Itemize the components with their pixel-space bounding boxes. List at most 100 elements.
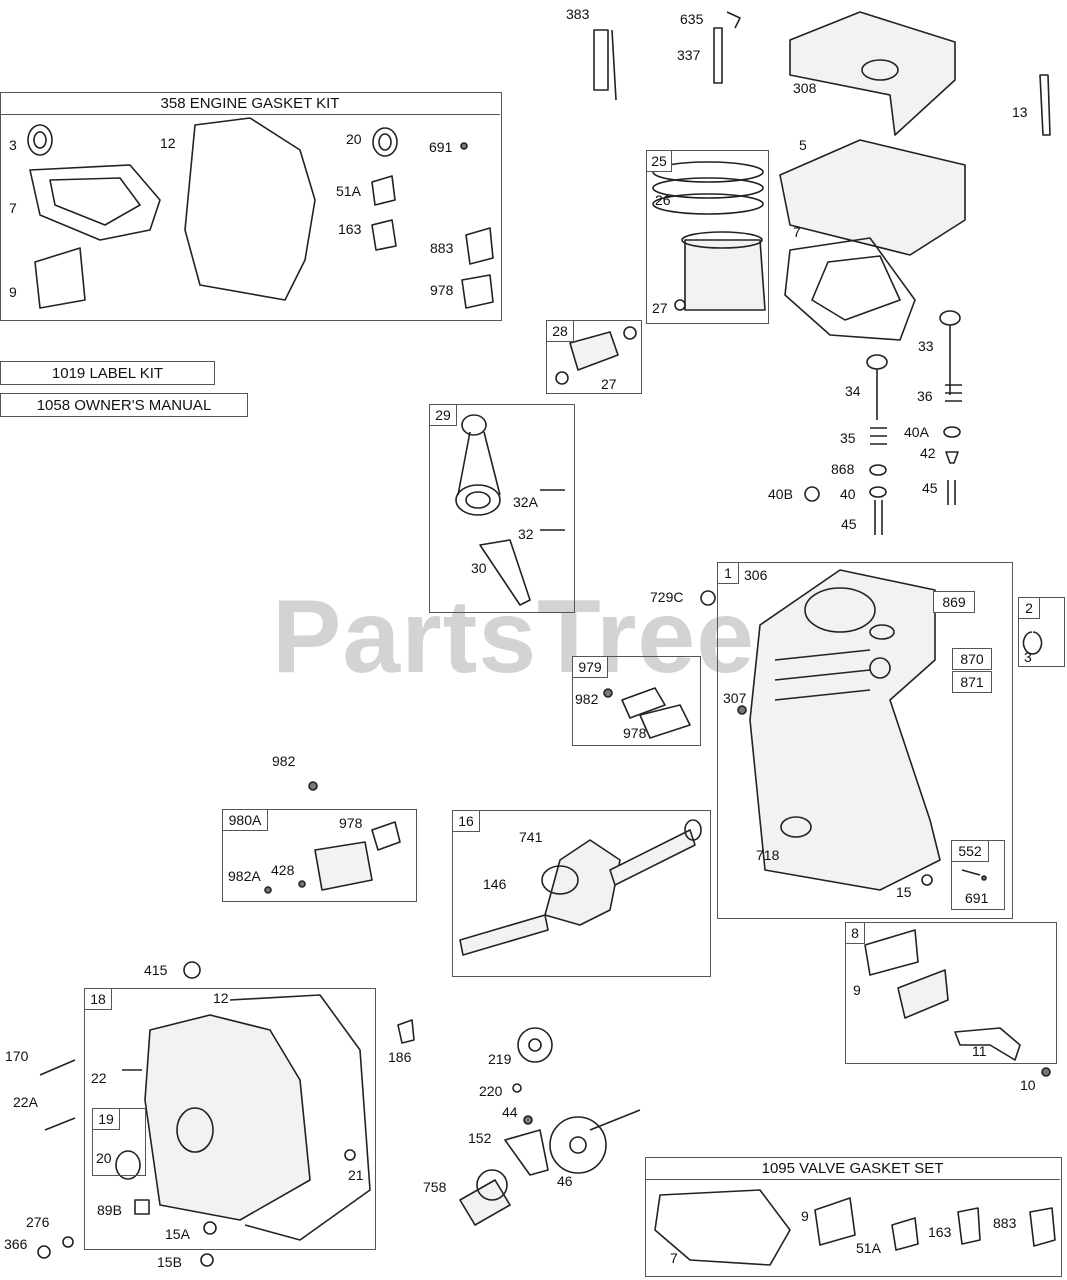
gasket-kit-parts [27, 117, 494, 309]
group-number: 1 [717, 562, 739, 584]
breather-box [845, 922, 1057, 1064]
part-callout: 40B [768, 486, 793, 502]
group-number: 871 [952, 671, 992, 693]
part-callout: 46 [557, 1173, 573, 1189]
cylinder-block-box [717, 562, 1013, 919]
part-callout: 152 [468, 1130, 492, 1146]
part-callout: 5 [799, 137, 807, 153]
part-callout: 32A [513, 494, 538, 510]
part-callout: 34 [845, 383, 861, 399]
part-callout: 428 [271, 862, 295, 878]
part-callout: 691 [965, 890, 989, 906]
part-callout: 89B [97, 1202, 122, 1218]
part-callout: 276 [26, 1214, 50, 1230]
part-callout: 691 [429, 139, 453, 155]
intake-manifold-box [222, 809, 417, 902]
part-callout: 978 [430, 282, 454, 298]
part-callout: 45 [841, 516, 857, 532]
part-callout: 307 [723, 690, 747, 706]
part-callout: 220 [479, 1083, 503, 1099]
connecting-rod [455, 414, 565, 606]
top-parts [593, 11, 1051, 341]
group-number: 2 [1018, 597, 1040, 619]
crankshaft-box [452, 810, 711, 977]
piston-group [555, 161, 766, 385]
part-callout: 51A [336, 183, 361, 199]
part-callout: 415 [144, 962, 168, 978]
part-callout: 42 [920, 445, 936, 461]
group-number: 18 [84, 988, 112, 1010]
part-callout: 186 [388, 1049, 412, 1065]
part-callout: 978 [339, 815, 363, 831]
part-callout: 40 [840, 486, 856, 502]
part-callout: 20 [346, 131, 362, 147]
part-callout: 163 [928, 1224, 952, 1240]
part-callout: 9 [9, 284, 17, 300]
part-callout: 15A [165, 1226, 190, 1242]
group-number: 980A [222, 809, 268, 831]
owners-manual-title: 1058 OWNER'S MANUAL [0, 393, 248, 417]
piston-pin-box [546, 320, 642, 394]
valves [804, 310, 962, 535]
group-number: 16 [452, 810, 480, 832]
part-callout: 20 [96, 1150, 112, 1166]
engine-gasket-kit-title: 358 ENGINE GASKET KIT [0, 92, 500, 115]
part-callout: 32 [518, 526, 534, 542]
crankshaft [459, 819, 702, 956]
group-number: 979 [572, 656, 608, 678]
part-callout: 7 [670, 1250, 678, 1266]
part-callout: 22A [13, 1094, 38, 1110]
part-callout: 33 [918, 338, 934, 354]
crankcase-cover-box [84, 988, 376, 1250]
part-callout: 982 [575, 691, 599, 707]
part-callout: 337 [677, 47, 701, 63]
part-callout: 883 [430, 240, 454, 256]
part-callout: 7 [9, 200, 17, 216]
group-number: 870 [952, 648, 992, 670]
part-callout: 45 [922, 480, 938, 496]
intake-manifold-980a [264, 781, 401, 894]
connecting-rod-box [429, 404, 575, 613]
part-callout: 170 [5, 1048, 29, 1064]
part-callout: 40A [904, 424, 929, 440]
intake-gasket-box [572, 656, 701, 746]
group-number: 29 [429, 404, 457, 426]
part-callout: 3 [9, 137, 17, 153]
part-callout: 22 [91, 1070, 107, 1086]
part-callout: 306 [744, 567, 768, 583]
part-callout: 11 [972, 1043, 987, 1059]
label-kit-title: 1019 LABEL KIT [0, 361, 215, 385]
part-callout: 35 [840, 430, 856, 446]
part-callout: 868 [831, 461, 855, 477]
part-callout: 758 [423, 1179, 447, 1195]
part-callout: 308 [793, 80, 817, 96]
camshaft [459, 1027, 641, 1226]
part-callout: 7 [793, 224, 801, 240]
part-callout: 51A [856, 1240, 881, 1256]
part-callout: 982A [228, 868, 261, 884]
intake-gasket-979 [603, 687, 691, 739]
part-callout: 978 [623, 725, 647, 741]
part-callout: 729C [650, 589, 684, 605]
group-number: 8 [845, 922, 865, 944]
part-callout: 366 [4, 1236, 28, 1252]
piston-box [646, 150, 769, 324]
part-callout: 982 [272, 753, 296, 769]
part-callout: 9 [801, 1208, 809, 1224]
part-callout: 219 [488, 1051, 512, 1067]
group-number: 552 [951, 840, 989, 862]
part-callout: 27 [652, 300, 668, 316]
part-callout: 15 [896, 884, 912, 900]
part-callout: 21 [348, 1167, 364, 1183]
group-number: 25 [646, 150, 672, 172]
part-callout: 163 [338, 221, 362, 237]
part-callout: 9 [853, 982, 861, 998]
part-callout: 3 [1024, 649, 1032, 665]
part-callout: 12 [160, 135, 176, 151]
part-callout: 26 [655, 192, 671, 208]
crankcase-cover [37, 961, 415, 1267]
valve-gasket-set-box [645, 1157, 1062, 1277]
valve-gasket-set-parts [654, 1189, 1056, 1266]
